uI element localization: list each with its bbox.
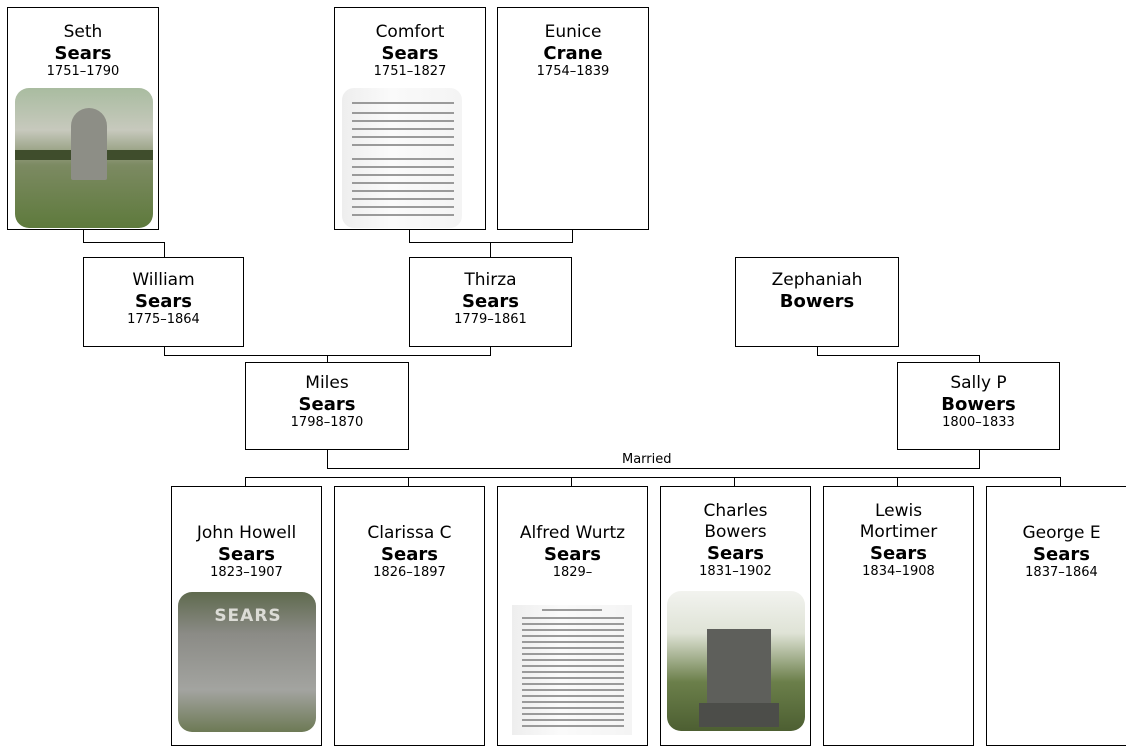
life-dates: 1779–1861 bbox=[454, 312, 527, 327]
given-name: Eunice bbox=[544, 22, 602, 42]
connector-line bbox=[490, 347, 491, 355]
connector-line bbox=[571, 477, 572, 487]
surname: Sears bbox=[870, 543, 927, 564]
person-john-howell-sears[interactable]: John Howell Sears 1823–1907 SEARS bbox=[171, 486, 322, 746]
person-clarissa-c-sears[interactable]: Clarissa C Sears 1826–1897 bbox=[334, 486, 485, 746]
connector-line bbox=[409, 242, 573, 243]
connector-line bbox=[164, 347, 165, 355]
life-dates: 1798–1870 bbox=[290, 415, 364, 430]
given-name-line2: Mortimer bbox=[859, 522, 938, 542]
connector-line bbox=[734, 477, 735, 487]
connector-line bbox=[327, 450, 328, 468]
given-name: Zephaniah bbox=[771, 270, 863, 290]
connector-line bbox=[83, 242, 165, 243]
connector-line bbox=[83, 230, 84, 242]
life-dates: 1829– bbox=[552, 565, 593, 580]
life-dates: 1826–1897 bbox=[373, 565, 446, 580]
life-dates: 1800–1833 bbox=[942, 415, 1015, 430]
given-name-line2: Bowers bbox=[704, 522, 767, 542]
surname: Sears bbox=[218, 544, 275, 565]
connector-line bbox=[979, 355, 980, 363]
given-name: Thirza bbox=[464, 270, 517, 290]
connector-line bbox=[897, 477, 898, 487]
gravestone-photo[interactable]: SEARS bbox=[178, 592, 316, 732]
surname: Sears bbox=[707, 543, 764, 564]
surname: Sears bbox=[381, 43, 439, 64]
surname: Sears bbox=[544, 544, 601, 565]
life-dates: 1751–1827 bbox=[373, 64, 447, 79]
person-miles-sears[interactable]: Miles Sears 1798–1870 bbox=[245, 362, 409, 450]
marriage-line bbox=[327, 468, 980, 469]
connector-line bbox=[979, 450, 980, 468]
given-name: John Howell bbox=[196, 523, 297, 543]
connector-line bbox=[817, 355, 980, 356]
surname: Sears bbox=[462, 291, 519, 312]
connector-line bbox=[572, 230, 573, 242]
connector-line bbox=[1060, 477, 1061, 487]
surname: Sears bbox=[381, 544, 438, 565]
connector-line bbox=[327, 355, 328, 363]
given-name: Clarissa C bbox=[367, 523, 452, 543]
document-photo[interactable] bbox=[512, 605, 632, 735]
surname: Sears bbox=[54, 43, 112, 64]
gravestone-photo[interactable] bbox=[15, 88, 153, 228]
connector-line bbox=[409, 230, 410, 242]
connector-line bbox=[408, 477, 409, 487]
surname: Bowers bbox=[941, 394, 1016, 415]
given-name: Miles bbox=[305, 373, 349, 393]
life-dates: 1775–1864 bbox=[127, 312, 200, 327]
person-charles-bowers-sears[interactable]: Charles Bowers Sears 1831–1902 bbox=[660, 486, 811, 746]
connector-line bbox=[817, 347, 818, 355]
life-dates: 1834–1908 bbox=[862, 564, 935, 579]
person-comfort-sears[interactable]: Comfort Sears 1751–1827 bbox=[334, 7, 486, 230]
given-name: Comfort bbox=[375, 22, 445, 42]
gravestone-photo[interactable] bbox=[667, 591, 805, 731]
gravestone-inscription: SEARS bbox=[214, 606, 282, 626]
given-name: William bbox=[132, 270, 195, 290]
life-dates: 1823–1907 bbox=[210, 565, 283, 580]
person-eunice-crane[interactable]: Eunice Crane 1754–1839 bbox=[497, 7, 649, 230]
given-name: Sally P bbox=[950, 373, 1007, 393]
person-william-sears[interactable]: William Sears 1775–1864 bbox=[83, 257, 244, 347]
given-name-line1: Charles bbox=[703, 501, 768, 521]
connector-line bbox=[490, 242, 491, 257]
given-name: Seth bbox=[63, 22, 103, 42]
surname: Sears bbox=[135, 291, 192, 312]
person-seth-sears[interactable]: Seth Sears 1751–1790 bbox=[7, 7, 159, 230]
married-label: Married bbox=[620, 452, 674, 467]
person-alfred-wurtz-sears[interactable]: Alfred Wurtz Sears 1829– bbox=[497, 486, 648, 746]
connector-line bbox=[245, 477, 246, 487]
person-sally-bowers[interactable]: Sally P Bowers 1800–1833 bbox=[897, 362, 1060, 450]
given-name-line1: Lewis bbox=[874, 501, 923, 521]
surname: Bowers bbox=[779, 291, 855, 312]
document-photo[interactable] bbox=[342, 88, 462, 228]
connector-line bbox=[164, 242, 165, 257]
person-lewis-mortimer-sears[interactable]: Lewis Mortimer Sears 1834–1908 bbox=[823, 486, 974, 746]
surname: Sears bbox=[298, 394, 356, 415]
life-dates: 1751–1790 bbox=[46, 64, 120, 79]
children-line bbox=[245, 477, 1061, 478]
life-dates: 1831–1902 bbox=[699, 564, 772, 579]
given-name: Alfred Wurtz bbox=[519, 523, 626, 543]
person-zephaniah-bowers[interactable]: Zephaniah Bowers bbox=[735, 257, 899, 347]
life-dates: 1754–1839 bbox=[536, 64, 610, 79]
given-name: George E bbox=[1022, 523, 1101, 543]
person-thirza-sears[interactable]: Thirza Sears 1779–1861 bbox=[409, 257, 572, 347]
life-dates: 1837–1864 bbox=[1025, 565, 1098, 580]
surname: Sears bbox=[1033, 544, 1090, 565]
person-george-e-sears[interactable]: George E Sears 1837–1864 bbox=[986, 486, 1126, 746]
surname: Crane bbox=[543, 43, 603, 64]
